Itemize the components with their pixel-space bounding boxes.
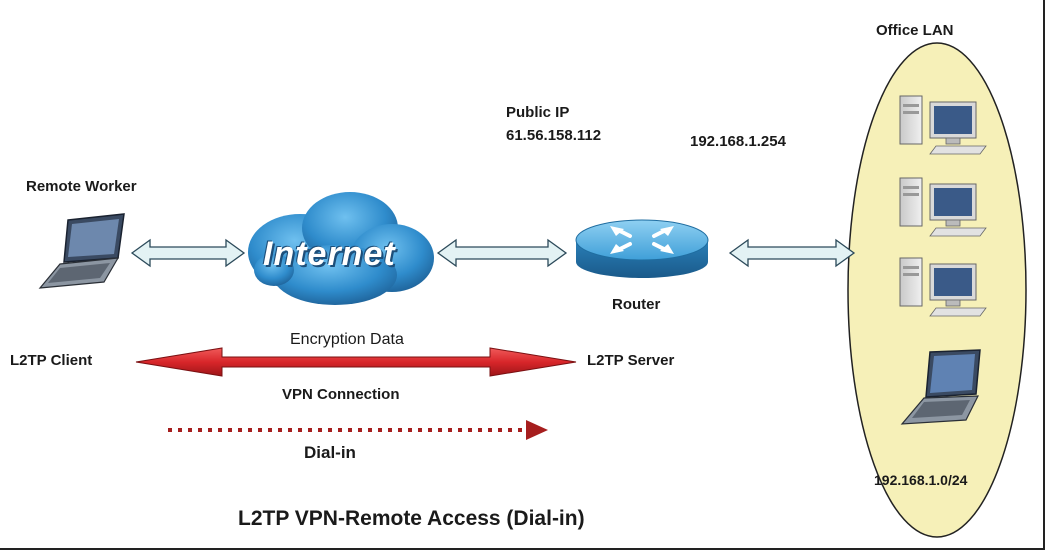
encryption-data-label: Encryption Data <box>290 331 404 349</box>
office-lan-label: Office LAN <box>876 22 954 39</box>
vpn-tunnel-arrow <box>136 348 576 376</box>
link-arrow-internet-router <box>438 240 566 266</box>
router-label: Router <box>612 296 660 313</box>
l2tp-server-label: L2TP Server <box>587 352 674 369</box>
router-lan-ip: 192.168.1.254 <box>690 133 786 150</box>
link-arrow-router-lan <box>730 240 854 266</box>
vpn-connection-label: VPN Connection <box>282 386 400 403</box>
public-ip-value: 61.56.158.112 <box>506 127 601 144</box>
public-ip-label: Public IP <box>506 104 569 121</box>
laptop-icon <box>40 214 124 288</box>
dialin-label: Dial-in <box>304 443 356 463</box>
router-icon <box>576 220 708 278</box>
remote-worker-label: Remote Worker <box>26 178 137 195</box>
diagram-title: L2TP VPN-Remote Access (Dial-in) <box>238 507 585 531</box>
l2tp-client-label: L2TP Client <box>10 352 92 369</box>
dialin-arrow <box>168 420 548 440</box>
link-arrow-laptop-internet <box>132 240 244 266</box>
subnet-label: 192.168.1.0/24 <box>874 472 967 488</box>
internet-label: Internet <box>263 235 396 274</box>
